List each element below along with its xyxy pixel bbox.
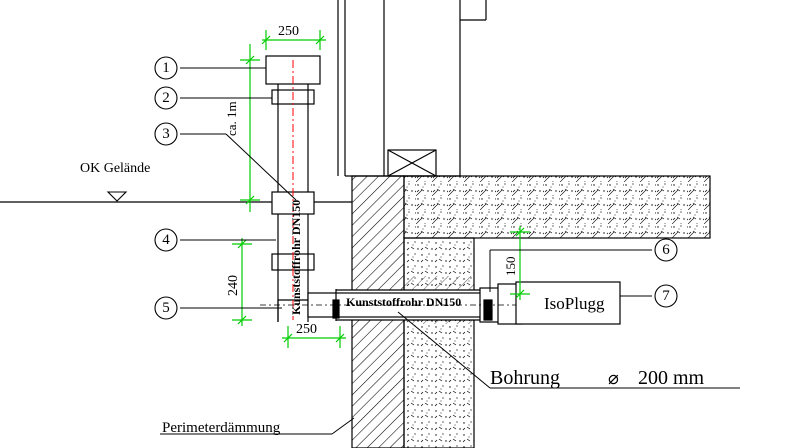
callout-2: 2 (154, 86, 178, 110)
vertical-pipe-label: Kunststoffrohr DN150 (289, 200, 303, 315)
isoplugg-label: IsoPlugg (544, 294, 605, 313)
svg-text:4: 4 (162, 232, 170, 248)
callout-4: 4 (154, 228, 178, 252)
ground-level-marker-icon (106, 191, 128, 202)
dim-vertical-offset: 150 (503, 257, 518, 277)
ground-level-label: OK Gelände (80, 161, 150, 176)
callout-3: 3 (154, 122, 178, 146)
dim-pipe-length: ca. 1m (224, 101, 239, 136)
svg-text:2: 2 (162, 90, 170, 106)
svg-text:7: 7 (662, 288, 670, 304)
dim-top-width: 250 (278, 24, 299, 39)
svg-text:3: 3 (162, 126, 170, 142)
dim-bottom-width: 250 (296, 322, 317, 337)
horizontal-pipe-label: Kunststoffrohr DN150 (346, 295, 461, 309)
callout-6: 6 (654, 238, 678, 262)
svg-text:6: 6 (662, 242, 670, 258)
vertical-pipe (265, 55, 321, 322)
callout-5: 5 (154, 296, 178, 320)
svg-text:5: 5 (162, 300, 170, 316)
callout-1: 1 (154, 56, 178, 80)
diameter-symbol-icon: ⌀ (608, 368, 619, 388)
dim-height: 240 (226, 275, 241, 296)
callout-7: 7 (654, 284, 678, 308)
isoplugg-box (515, 281, 621, 325)
svg-text:1: 1 (162, 60, 170, 76)
bore-size-label: 200 mm (638, 367, 705, 389)
leader-lines (160, 67, 740, 435)
dimension-lines (232, 30, 530, 348)
insulation-label: Perimeterdämmung (162, 420, 281, 436)
bore-label: Bohrung (490, 367, 560, 389)
timber-beam (387, 149, 437, 177)
floor-slab (403, 175, 711, 239)
